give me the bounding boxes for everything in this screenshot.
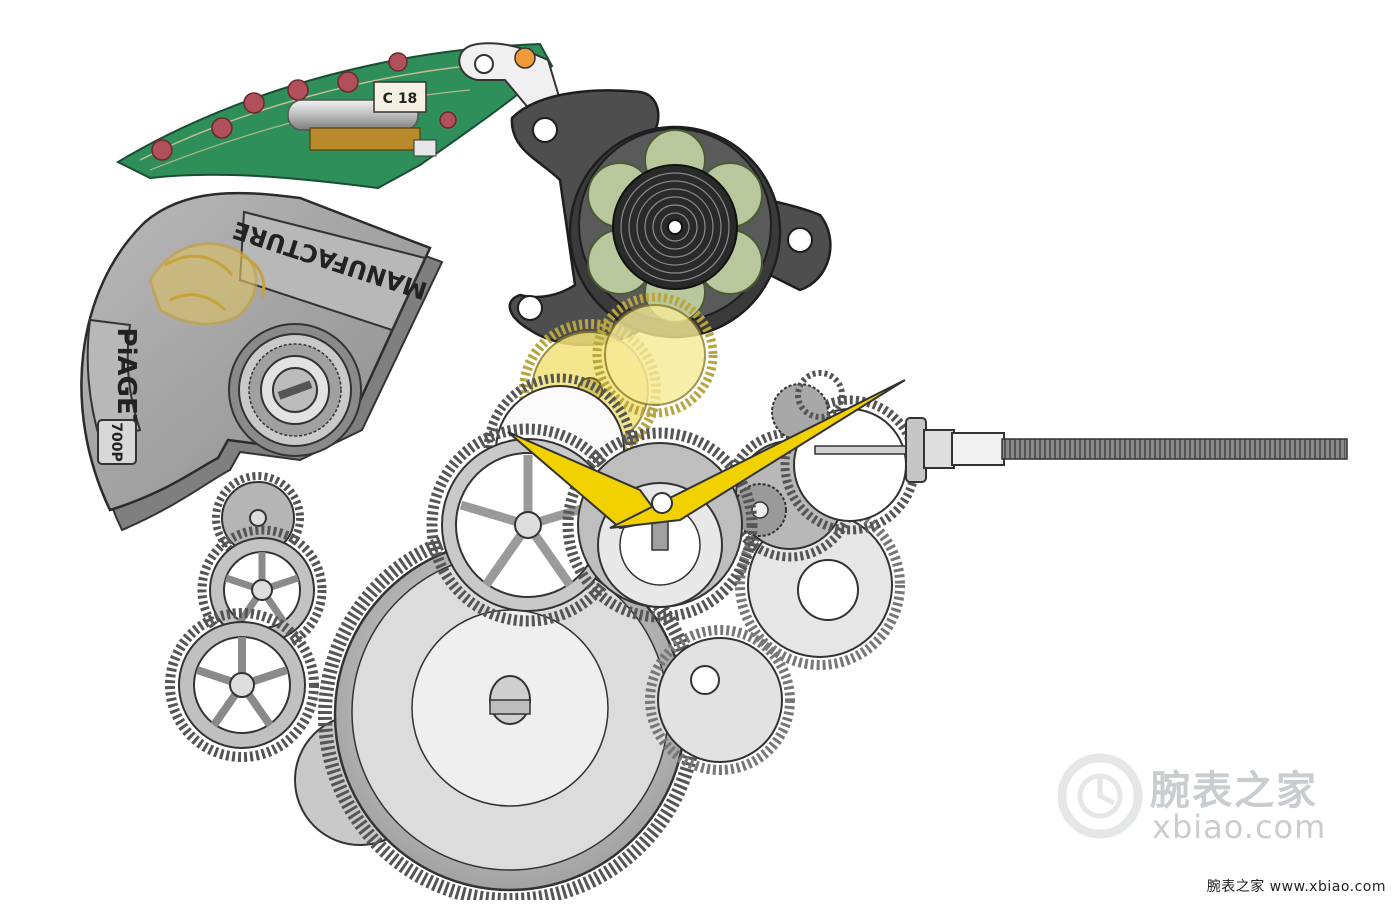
generator-bridge bbox=[508, 89, 832, 347]
calibre-badge: 700P bbox=[108, 422, 124, 461]
footer-credit: 腕表之家 www.xbiao.com bbox=[1206, 879, 1386, 895]
circuit-board: C 18 bbox=[115, 42, 562, 190]
watch-hands bbox=[507, 379, 906, 530]
watermark-cn: 腕表之家 bbox=[1150, 768, 1318, 814]
rotor-bearing bbox=[228, 323, 362, 457]
left-gear-train bbox=[165, 472, 327, 762]
gold-coat-of-arms bbox=[148, 242, 266, 326]
mainspring-barrel bbox=[294, 523, 702, 904]
oscillating-rotor: MANUFACTURE PiAGET 700P bbox=[80, 191, 444, 532]
pcb-component-label: C 18 bbox=[383, 91, 418, 107]
minute-hand bbox=[609, 379, 906, 529]
winding-stem bbox=[814, 417, 1348, 483]
watermark-en: xbiao.com bbox=[1152, 808, 1327, 846]
watermark-logo bbox=[1058, 753, 1143, 839]
small-gear-bottom bbox=[165, 608, 319, 762]
brand-engraving: PiAGET bbox=[111, 328, 141, 433]
